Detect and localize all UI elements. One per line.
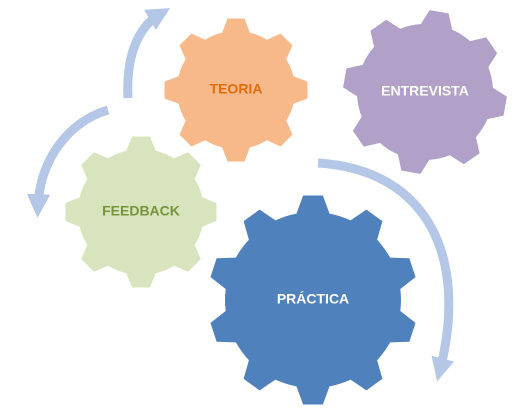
gear-teoria-shape xyxy=(164,18,308,162)
gear-feedback-shape xyxy=(65,136,217,288)
gear-practica-shape xyxy=(210,195,416,405)
gear-teoria-label: TEORIA xyxy=(210,81,263,97)
gear-practica: PRÁCTICA xyxy=(210,195,416,405)
gear-entrevista-shape xyxy=(343,10,507,174)
gear-feedback: FEEDBACK xyxy=(65,136,217,288)
gear-practica-label: PRÁCTICA xyxy=(277,291,349,307)
arrow-to-feedback xyxy=(26,105,110,218)
arrow-from-practica xyxy=(317,158,455,382)
gear-entrevista-label: ENTREVISTA xyxy=(381,83,469,99)
arrow-to-teoria xyxy=(123,8,171,99)
gear-teoria: TEORIA xyxy=(164,18,308,162)
cycle-arrows xyxy=(26,8,455,382)
gear-entrevista: ENTREVISTA xyxy=(343,10,507,174)
gear-feedback-label: FEEDBACK xyxy=(102,203,180,219)
